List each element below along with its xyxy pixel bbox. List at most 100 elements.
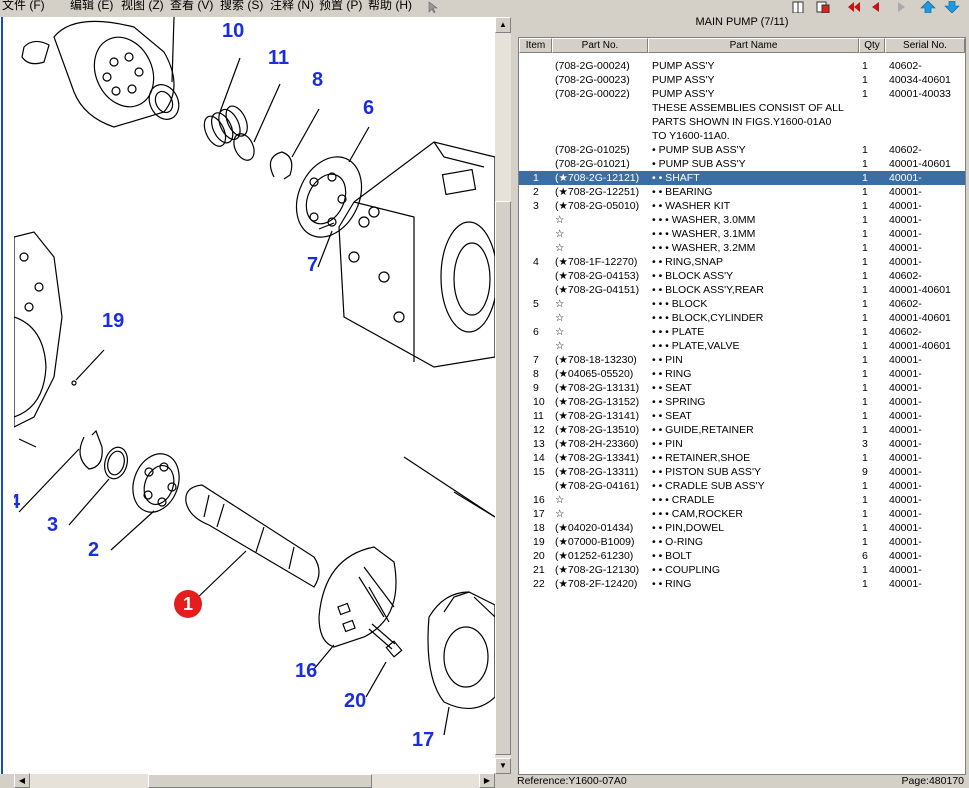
callout-6[interactable]: 6 bbox=[363, 97, 375, 119]
callout-19[interactable]: 19 bbox=[102, 310, 125, 332]
callout-1[interactable]: 1 bbox=[174, 590, 202, 618]
scroll-up-button[interactable]: ▲ bbox=[495, 17, 511, 33]
cell-part-name: • PUMP SUB ASS'Y bbox=[652, 158, 746, 170]
cell-serial: 40602- bbox=[889, 270, 922, 282]
cell-qty: 1 bbox=[862, 452, 868, 464]
cell-part-no: (708-2G-01021) bbox=[555, 158, 630, 170]
cell-part-no: (708-2G-00023) bbox=[555, 74, 630, 86]
cell-item: 2 bbox=[533, 186, 539, 198]
callout-20[interactable]: 20 bbox=[344, 690, 367, 712]
menu-edit[interactable]: 编辑 (E) bbox=[70, 0, 114, 12]
cell-part-name: • • • CAM,ROCKER bbox=[652, 508, 743, 520]
drawing-vertical-scrollbar[interactable]: ▲ ▼ bbox=[495, 17, 511, 774]
page-icon[interactable] bbox=[790, 0, 806, 14]
callout-11[interactable]: 11 bbox=[268, 47, 290, 69]
col-header-item[interactable]: Item bbox=[519, 38, 552, 53]
up-icon[interactable] bbox=[920, 0, 936, 14]
table-row[interactable]: PARTS SHOWN IN FIGS.Y1600-01A0 bbox=[519, 115, 965, 129]
scroll-left-button[interactable]: ◀ bbox=[14, 773, 30, 788]
first-page-icon[interactable] bbox=[845, 0, 861, 12]
callout-7[interactable]: 7 bbox=[307, 254, 319, 276]
cell-serial: 40602- bbox=[889, 144, 922, 156]
print-icon[interactable] bbox=[815, 0, 831, 14]
callout-17[interactable]: 17 bbox=[412, 729, 435, 751]
callout-10[interactable]: 10 bbox=[222, 20, 245, 42]
cell-serial: 40001-40601 bbox=[889, 312, 951, 324]
menu-look[interactable]: 查看 (V) bbox=[170, 0, 214, 12]
callout-8[interactable]: 8 bbox=[312, 69, 324, 91]
next-page-icon[interactable] bbox=[893, 0, 909, 12]
cell-part-name: • • • PLATE,VALVE bbox=[652, 340, 740, 352]
callout-4[interactable]: 4 bbox=[14, 491, 21, 513]
callout-2[interactable]: 2 bbox=[88, 539, 100, 561]
cell-part-name: • • O-RING bbox=[652, 536, 704, 548]
menu-preset[interactable]: 预置 (P) bbox=[319, 0, 363, 12]
col-header-part-name[interactable]: Part Name bbox=[648, 38, 859, 53]
menu-search[interactable]: 搜索 (S) bbox=[220, 0, 264, 12]
pointer-icon[interactable] bbox=[425, 0, 441, 14]
callout-16[interactable]: 16 bbox=[295, 660, 318, 682]
menu-help[interactable]: 帮助 (H) bbox=[368, 0, 412, 12]
callout-3[interactable]: 3 bbox=[47, 514, 59, 536]
down-icon[interactable] bbox=[944, 0, 960, 14]
scroll-right-button[interactable]: ▶ bbox=[479, 773, 495, 788]
table-row[interactable]: THESE ASSEMBLIES CONSIST OF ALL bbox=[519, 101, 965, 115]
menu-view[interactable]: 视图 (Z) bbox=[121, 0, 164, 12]
cell-serial: 40001- bbox=[889, 242, 922, 254]
parts-list-title: MAIN PUMP (7/11) bbox=[695, 16, 789, 28]
table-row[interactable]: TO Y1600-11A0. bbox=[519, 129, 965, 143]
horizontal-scroll-thumb[interactable] bbox=[148, 774, 372, 788]
drawing-horizontal-scrollbar[interactable]: ◀ ▶ bbox=[14, 773, 495, 788]
menu-file[interactable]: 文件 (F) bbox=[2, 0, 45, 12]
scroll-down-button[interactable]: ▼ bbox=[495, 758, 511, 774]
col-header-serial[interactable]: Serial No. bbox=[885, 38, 965, 53]
cell-part-name: • • RING,SNAP bbox=[652, 256, 723, 268]
cell-serial: 40001- bbox=[889, 494, 922, 506]
cell-qty: 1 bbox=[862, 564, 868, 576]
cell-part-name: PUMP ASS'Y bbox=[652, 74, 715, 86]
vertical-scroll-thumb[interactable] bbox=[495, 201, 511, 755]
col-header-qty[interactable]: Qty bbox=[859, 38, 885, 53]
col-header-part-no[interactable]: Part No. bbox=[552, 38, 648, 53]
menu-notes[interactable]: 注释 (N) bbox=[270, 0, 314, 12]
status-bar: Reference:Y1600-07A0 Page:480170 bbox=[515, 774, 969, 788]
prev-page-icon[interactable] bbox=[868, 0, 884, 12]
exploded-view-drawing[interactable]: 10 11 8 6 7 19 4 3 2 1 16 20 17 bbox=[14, 17, 495, 774]
cell-serial: 40001- bbox=[889, 200, 922, 212]
